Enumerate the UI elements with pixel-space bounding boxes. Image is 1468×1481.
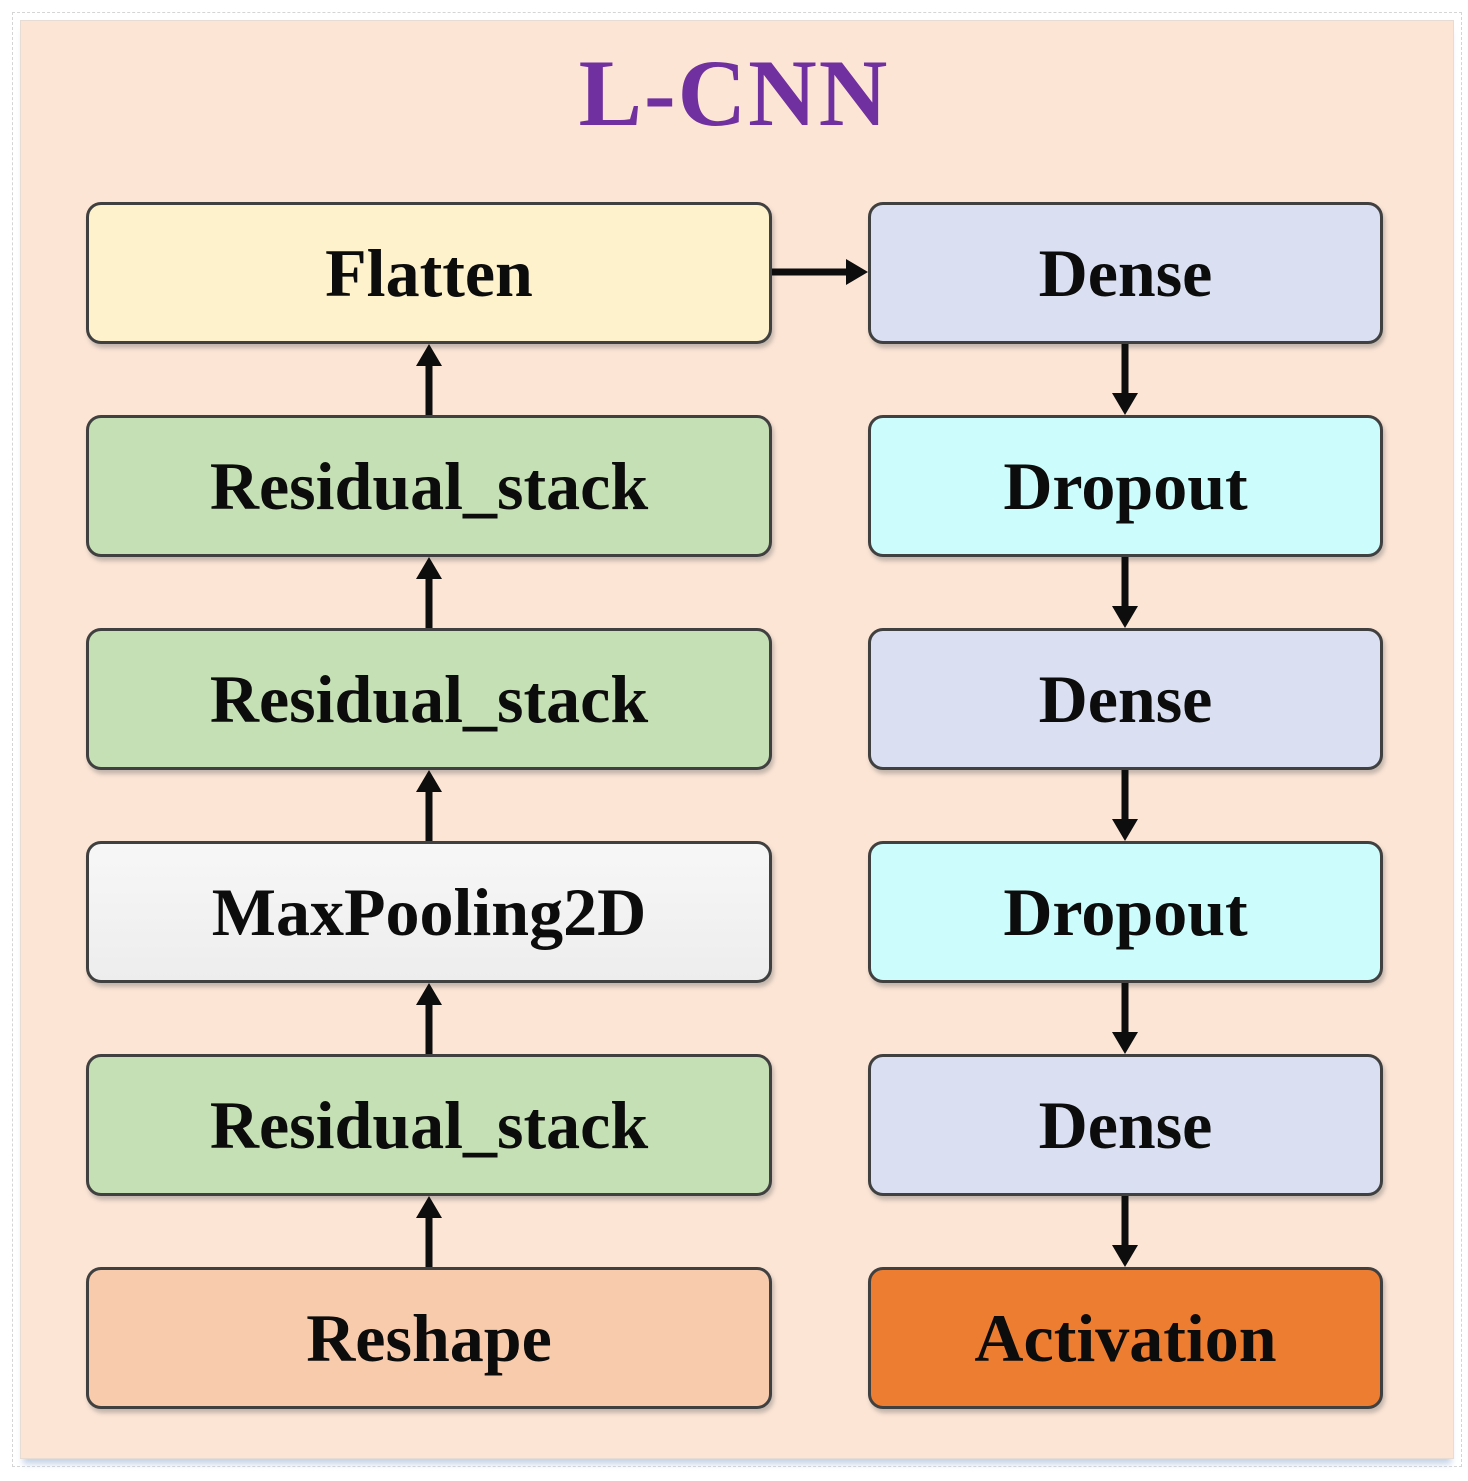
node-dense-2: Dense	[868, 628, 1383, 770]
node-dense-3: Dense	[868, 1054, 1383, 1196]
arrow-up-icon	[415, 983, 443, 1054]
diagram-title: L-CNN	[578, 40, 890, 146]
node-label: Dropout	[1003, 448, 1248, 524]
node-residual-stack-2: Residual_stack	[86, 628, 772, 770]
node-label: Dense	[1038, 235, 1213, 311]
node-label: Dropout	[1003, 874, 1248, 950]
node-label: MaxPooling2D	[211, 874, 647, 950]
node-dropout-1: Dropout	[868, 415, 1383, 557]
arrow-up-icon	[415, 770, 443, 841]
node-maxpooling2d: MaxPooling2D	[86, 841, 772, 983]
node-flatten: Flatten	[86, 202, 772, 344]
node-label: Residual_stack	[209, 661, 649, 737]
node-residual-stack-3: Residual_stack	[86, 415, 772, 557]
arrow-up-icon	[415, 1196, 443, 1267]
node-reshape: Reshape	[86, 1267, 772, 1409]
arrow-down-icon	[1111, 983, 1139, 1054]
node-label: Residual_stack	[209, 448, 649, 524]
node-activation: Activation	[868, 1267, 1383, 1409]
node-label: Flatten	[325, 235, 533, 311]
node-label: Activation	[974, 1300, 1277, 1376]
arrow-down-icon	[1111, 557, 1139, 628]
slide-selection-border	[12, 12, 1462, 1467]
arrow-up-icon	[415, 344, 443, 415]
arrow-down-icon	[1111, 344, 1139, 415]
node-residual-stack-1: Residual_stack	[86, 1054, 772, 1196]
arrow-down-icon	[1111, 770, 1139, 841]
node-label: Dense	[1038, 661, 1213, 737]
node-dense-1: Dense	[868, 202, 1383, 344]
arrow-up-icon	[415, 557, 443, 628]
node-label: Dense	[1038, 1087, 1213, 1163]
node-dropout-2: Dropout	[868, 841, 1383, 983]
arrow-down-icon	[1111, 1196, 1139, 1267]
node-label: Residual_stack	[209, 1087, 649, 1163]
node-label: Reshape	[306, 1300, 552, 1376]
arrow-right-icon	[772, 258, 868, 286]
